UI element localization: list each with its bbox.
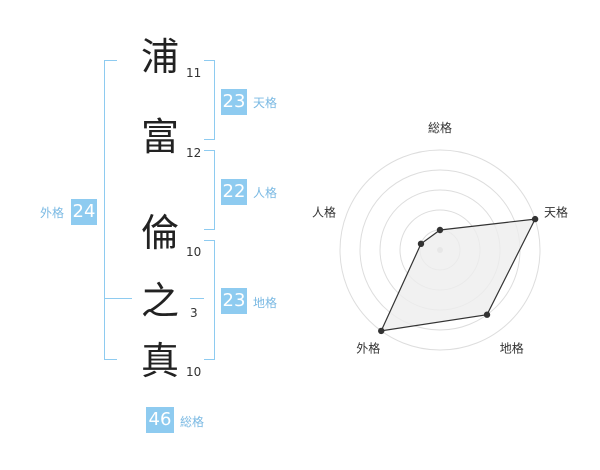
soukaku-badge: 46 (146, 407, 174, 433)
radar-label-1: 天格 (544, 204, 568, 219)
jinkaku-label: 人格 (253, 186, 278, 200)
gaikaku-bracket (104, 60, 117, 360)
gaikaku-badge: 24 (71, 199, 97, 225)
soukaku-label: 総格 (180, 415, 205, 429)
radar-label-4: 人格 (312, 204, 336, 219)
chikaku-badge: 23 (221, 288, 247, 314)
name-char-4: 之 (140, 279, 179, 323)
name-char-2: 富 (140, 115, 179, 159)
jinkaku-bracket (204, 150, 215, 230)
stroke-count-4: 3 (190, 306, 198, 320)
radar-label-0: 総格 (428, 120, 452, 135)
tenkaku-label: 天格 (253, 96, 278, 110)
radar-ring-5 (339, 149, 541, 351)
stroke-count-3: 10 (186, 245, 202, 259)
gaikaku-label: 外格 (40, 206, 65, 220)
radar-polygon (380, 218, 537, 332)
chikaku-bracket (204, 240, 215, 360)
stroke-count-5: 10 (186, 365, 202, 379)
radar-point-1 (531, 215, 539, 223)
radar-shape (380, 218, 537, 332)
tenkaku-badge: 23 (221, 89, 247, 115)
tenkaku-bracket (204, 60, 215, 140)
radar-point-4 (417, 240, 425, 248)
radar-point-3 (378, 327, 385, 335)
chikaku-bracket-tick (190, 298, 204, 299)
stroke-count-1: 11 (186, 66, 202, 80)
radar-points (378, 215, 539, 335)
stroke-count-2: 12 (186, 146, 202, 160)
name-char-5: 真 (140, 339, 179, 383)
gaikaku-bracket-tick (104, 298, 132, 299)
name-char-3: 倫 (140, 211, 179, 255)
chikaku-label: 地格 (253, 296, 278, 310)
radar-point-2 (483, 311, 491, 318)
radar-label-2: 地格 (500, 341, 524, 356)
name-panel: 浦 富 倫 之 真 11 12 10 3 10 23 天格 22 人格 23 地… (40, 35, 278, 433)
name-char-1: 浦 (140, 35, 179, 79)
radar-label-3: 外格 (356, 341, 380, 356)
jinkaku-badge: 22 (221, 179, 247, 205)
radar-point-0 (436, 226, 444, 234)
